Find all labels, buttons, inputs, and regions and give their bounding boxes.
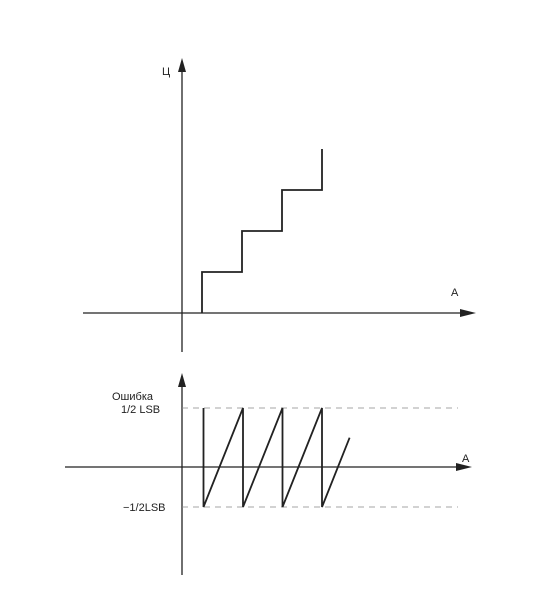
top-x-axis-arrow-icon (460, 309, 476, 317)
upper-level-label: 1/2 LSB (121, 404, 160, 416)
bottom-y-axis-arrow-icon (178, 373, 186, 387)
bottom-y-axis-label: Ошибка (112, 391, 154, 403)
quantization-error-sawtooth (202, 407, 351, 508)
staircase-line (201, 149, 323, 313)
lower-level-label: −1/2LSB (123, 502, 166, 514)
top-y-axis-arrow-icon (178, 58, 186, 72)
top-plot: Ц А (83, 58, 476, 352)
top-x-axis-label: А (451, 287, 459, 299)
bottom-x-axis-label: А (462, 453, 470, 465)
bottom-plot: Ошибка А 1/2 LSB −1/2LSB (65, 373, 472, 575)
top-y-axis-label: Ц (162, 66, 170, 78)
bottom-x-axis-arrow-icon (456, 463, 472, 471)
